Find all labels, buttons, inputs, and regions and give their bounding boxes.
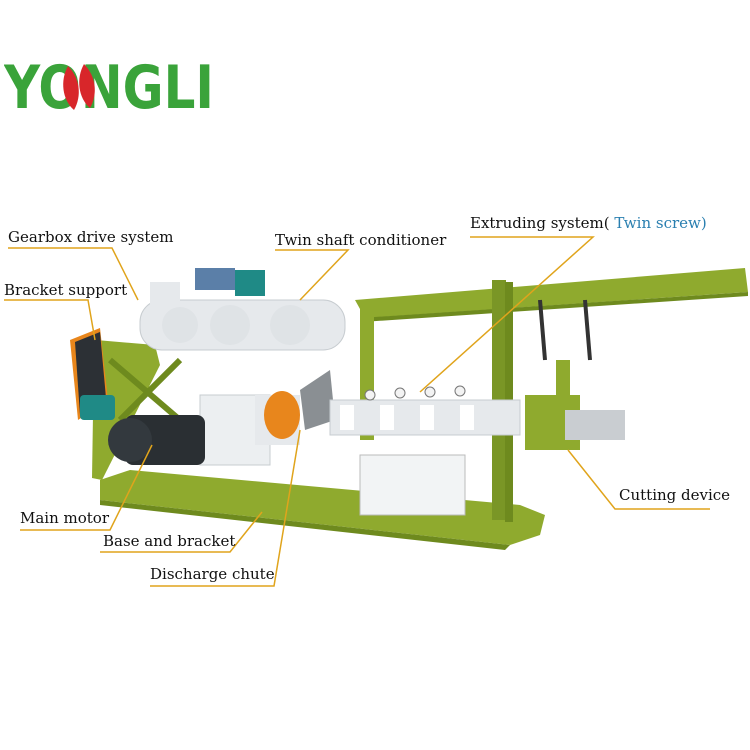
label-cutting-device: Cutting device: [619, 486, 731, 504]
base-frame: [100, 470, 545, 545]
discharge-chute-housing: [264, 391, 300, 439]
label-bracket-support: Bracket support: [4, 281, 128, 299]
label-extruding-prefix: Extruding system(: [470, 214, 610, 232]
label-gearbox-drive-system: Gearbox drive system: [8, 228, 174, 246]
leader-cutting: [567, 449, 710, 510]
yongli-logo: YONGLI: [4, 56, 214, 114]
label-base-and-bracket: Base and bracket: [103, 532, 236, 550]
label-extruding-twin-screw: Twin screw): [609, 214, 707, 232]
leader-discharge: [150, 429, 301, 587]
label-extruding-system: Extruding system( Twin screw): [470, 214, 707, 232]
heater-cabinet: [359, 454, 466, 516]
cutter-arm: [355, 268, 748, 318]
label-main-motor: Main motor: [20, 509, 110, 527]
label-discharge-chute: Discharge chute: [150, 565, 275, 583]
leader-gearbox: [8, 247, 139, 301]
leader-main-motor: [20, 444, 153, 531]
belt-drive-motor: [80, 395, 115, 420]
svg-text:YONGLI: YONGLI: [4, 56, 214, 114]
leader-base: [100, 511, 263, 553]
leader-extruding: [419, 236, 595, 393]
leader-bracket: [4, 299, 96, 341]
conditioner-drive-motor: [235, 270, 265, 296]
leader-twin-shaft: [275, 249, 350, 301]
discharge-chute: [300, 370, 335, 430]
label-twin-shaft-conditioner: Twin shaft conditioner: [275, 231, 447, 249]
